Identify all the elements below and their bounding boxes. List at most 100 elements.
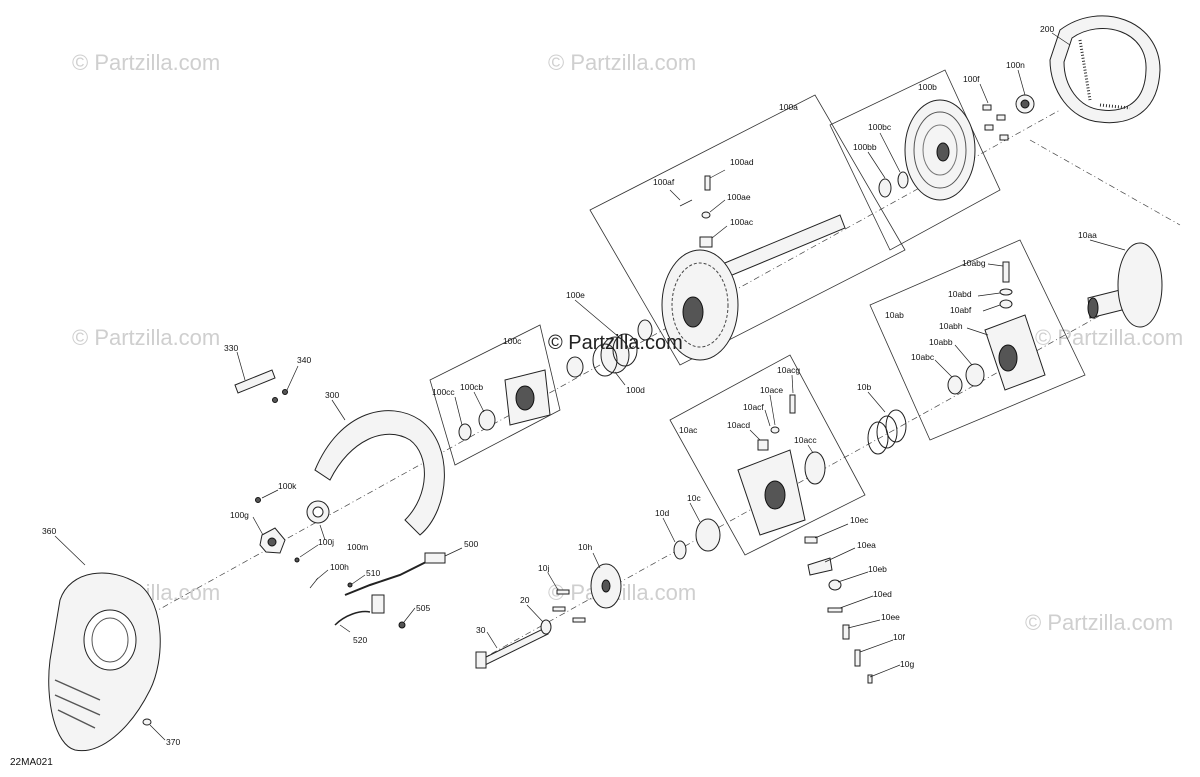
callout: 10ec xyxy=(850,515,869,525)
group-box-100b xyxy=(829,69,1001,251)
screw-10j xyxy=(552,606,566,612)
ring-100bb xyxy=(878,178,892,198)
callout: 10abc xyxy=(911,352,935,362)
drive-belt xyxy=(1049,15,1161,124)
washer-100ae xyxy=(701,211,711,219)
callout: 10abf xyxy=(950,305,972,315)
screw-100k xyxy=(255,497,261,503)
callout: 100n xyxy=(1006,60,1025,70)
ring-100e xyxy=(637,319,653,341)
callout: 330 xyxy=(224,343,238,353)
bushing-10abb xyxy=(965,363,985,387)
center-watermark: © Partzilla.com xyxy=(548,332,683,354)
callout: 340 xyxy=(297,355,311,365)
callout: 100j xyxy=(318,537,334,547)
driven-pulley-fixed-sheave xyxy=(904,99,976,201)
callout: 100ac xyxy=(730,217,754,227)
spider-10ac xyxy=(737,394,826,536)
callout: 100ae xyxy=(727,192,751,202)
screw-505 xyxy=(398,621,406,629)
watermark: © Partzilla.com xyxy=(72,50,220,75)
callout: 10acd xyxy=(727,420,750,430)
callout: 100bb xyxy=(853,142,877,152)
watermark: © Partzilla.com xyxy=(1035,325,1183,350)
callout: 10abh xyxy=(939,321,963,331)
ring-100bc xyxy=(897,171,909,189)
pulley-housing-360 xyxy=(48,572,161,752)
callout: 100d xyxy=(626,385,645,395)
callout: 100b xyxy=(918,82,937,92)
callout: 500 xyxy=(464,539,478,549)
bearing-10c xyxy=(695,518,721,552)
washer-20 xyxy=(540,619,552,635)
callout: 10f xyxy=(893,632,905,642)
nut-100g xyxy=(259,527,286,554)
callout: 100a xyxy=(779,102,798,112)
roller-arm-parts xyxy=(804,536,873,684)
callout: 10acg xyxy=(777,365,800,375)
callout: 100k xyxy=(278,481,297,491)
callout: 10c xyxy=(687,493,701,503)
callout: 30 xyxy=(476,625,486,635)
callout: 10h xyxy=(578,542,592,552)
belt-guard-300 xyxy=(314,410,445,536)
callout: 100ad xyxy=(730,157,754,167)
callout: 100m xyxy=(347,542,368,552)
screw-100ad xyxy=(704,175,711,191)
bracket-330 xyxy=(234,369,276,394)
axis-line xyxy=(1029,139,1181,226)
driven-pulley-shaft xyxy=(661,214,846,361)
axis-line xyxy=(139,109,1061,621)
callout-labels: 200 100n 100f 100b 100bc 100bb 100a 100a… xyxy=(42,24,1097,747)
callout: 10ace xyxy=(760,385,783,395)
callout: 100af xyxy=(653,177,675,187)
sensor-harness-500 xyxy=(334,552,446,626)
screw-10j xyxy=(556,589,570,595)
callout: 505 xyxy=(416,603,430,613)
callout: 360 xyxy=(42,526,56,536)
group-box-100c xyxy=(429,324,561,466)
drive-pulley-movable-sheave xyxy=(984,261,1046,391)
callout: 520 xyxy=(353,635,367,645)
spring-100d xyxy=(592,333,638,377)
callout: 10ac xyxy=(679,425,698,435)
drive-pulley-fixed-sheave xyxy=(1087,242,1163,328)
callout: 10ed xyxy=(873,589,892,599)
callout: 10g xyxy=(900,659,914,669)
group-box-10ac xyxy=(669,354,866,556)
cam-100c xyxy=(504,369,551,426)
screw-510 xyxy=(347,582,353,588)
pin-100af xyxy=(679,199,693,207)
watermark: © Partzilla.com xyxy=(1025,610,1173,635)
callout: 10aa xyxy=(1078,230,1097,240)
callout: 370 xyxy=(166,737,180,747)
callout: 10ab xyxy=(885,310,904,320)
callout: 100c xyxy=(503,336,522,346)
callout: 10acc xyxy=(794,435,817,445)
screw-10j xyxy=(572,617,586,623)
watermark: © Partzilla.com xyxy=(548,580,696,605)
clip-370 xyxy=(142,718,152,726)
screw-340 xyxy=(272,397,278,403)
ring-100cc xyxy=(458,423,472,441)
screws-100f xyxy=(982,104,1009,141)
callout: 100h xyxy=(330,562,349,572)
callout: 10ee xyxy=(881,612,900,622)
callout: 10abg xyxy=(962,258,986,268)
callout: 300 xyxy=(325,390,339,400)
ring-10abc xyxy=(947,375,963,395)
ring-10d xyxy=(673,540,687,560)
callout: 100f xyxy=(963,74,980,84)
screw-340 xyxy=(282,389,288,395)
callout: 10j xyxy=(538,563,549,573)
callout: 10acf xyxy=(743,402,764,412)
screw-100j xyxy=(294,557,300,563)
callout: 20 xyxy=(520,595,530,605)
washer-100m-hole xyxy=(312,506,324,518)
callout: 10abd xyxy=(948,289,972,299)
sleeve-100ac xyxy=(699,236,713,248)
callout: 10ea xyxy=(857,540,876,550)
diagram-reference: 22MA021 xyxy=(10,757,53,768)
leader-lines xyxy=(54,32,1126,741)
